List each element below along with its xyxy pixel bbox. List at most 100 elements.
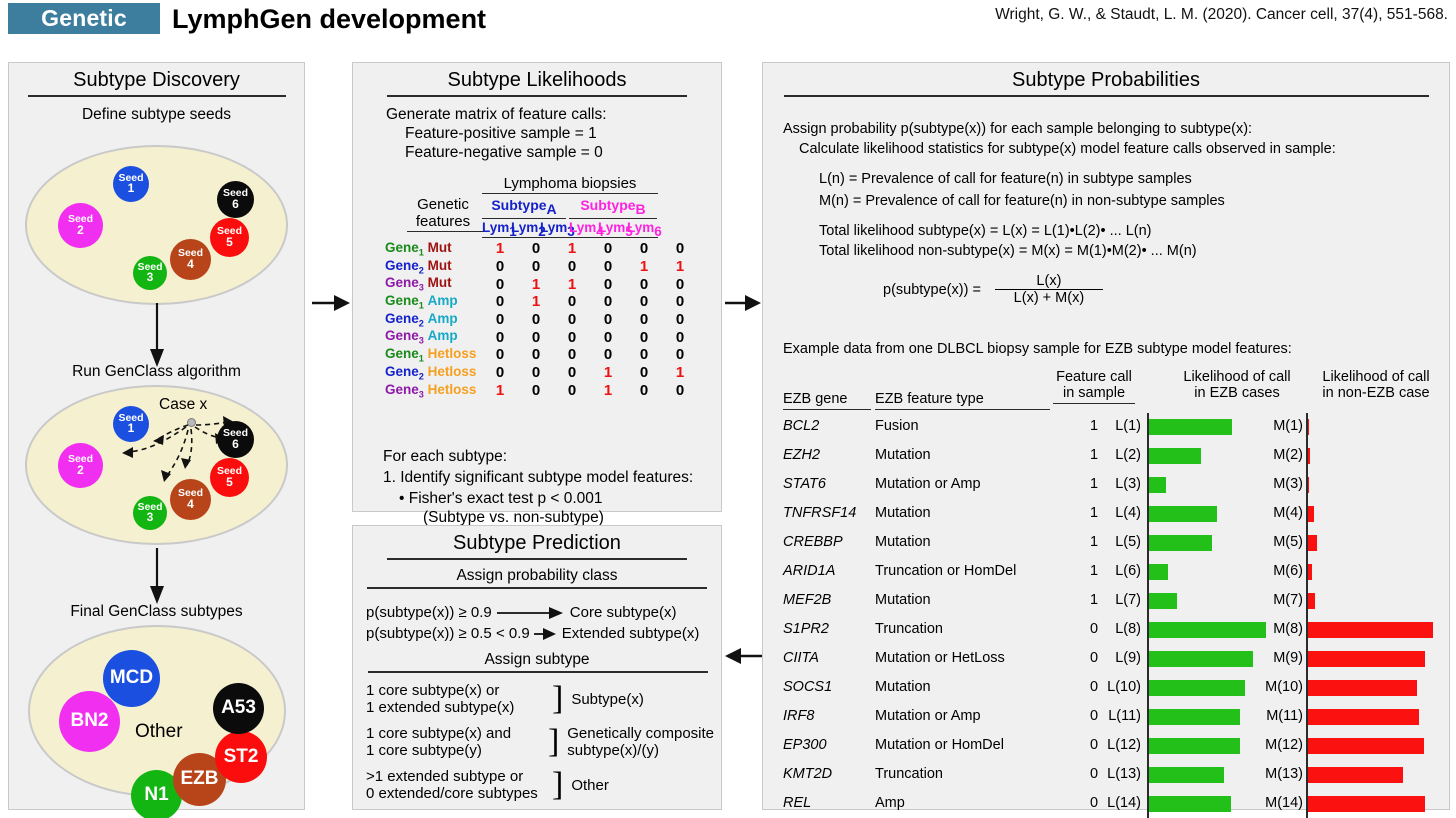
assignment-1-rhs-0: Genetically composite xyxy=(567,725,714,742)
ezb-gene-name: ARID1A xyxy=(783,563,836,579)
matrix-call-cell: 0 xyxy=(531,240,541,258)
group-b-label: Subtype xyxy=(580,197,636,213)
prediction-rule1-rhs: Core subtype(x) xyxy=(569,604,677,621)
assignment-0-rhs-0: Subtype(x) xyxy=(571,690,644,708)
ezb-L-label: L(14) xyxy=(1107,795,1141,811)
ezb-L-label: L(9) xyxy=(1115,650,1141,666)
sample-sub-1: 1 xyxy=(509,224,517,240)
seed-bubble-1-num: 1 xyxy=(127,181,135,196)
seed-bubble-1-word: Seed xyxy=(118,171,144,184)
matrix-call-cell: 0 xyxy=(495,311,505,329)
discovery-arrow-down-1 xyxy=(150,303,164,367)
ezb-L-label: L(6) xyxy=(1115,563,1141,579)
ezb-feature-call: 0 xyxy=(1089,766,1099,782)
green-bar xyxy=(1147,651,1253,667)
ezb-feature-call: 1 xyxy=(1089,592,1099,608)
ezb-L-label: L(1) xyxy=(1115,418,1141,434)
seed2-bubble-1-word: Seed xyxy=(118,411,144,424)
ezb-feature-type: Mutation or Amp xyxy=(875,708,981,724)
prediction-section2-title: Assign subtype xyxy=(484,651,590,668)
matrix-call-cell: 0 xyxy=(603,240,613,258)
assignment-0-brace-icon: ] xyxy=(552,680,564,717)
flow-arrow-discovery-to-likelihoods xyxy=(312,295,350,311)
seed-bubble-6: Seed 6 xyxy=(217,181,254,218)
sample-label-3: Lym xyxy=(540,220,568,235)
matrix-call-cell: 0 xyxy=(603,293,613,311)
seed2-bubble-2-word: Seed xyxy=(67,453,94,466)
probabilities-line-0: Assign probability p(subtype(x)) for eac… xyxy=(783,121,1253,137)
formula-lhs: p(subtype(x)) = xyxy=(883,281,981,298)
seed2-bubble-4: Seed 4 xyxy=(170,479,211,520)
seed-bubble-3: Seed 3 xyxy=(133,256,167,290)
ezb-gene-name: BCL2 xyxy=(783,418,820,434)
ezb-feature-type: Truncation xyxy=(875,621,943,637)
case-x-dot xyxy=(187,418,196,427)
matrix-gene-cell: Gene1 Mut xyxy=(385,240,452,258)
assignment-2-lhs-0: >1 extended subtype or xyxy=(366,768,524,785)
header-red-chart-1: in non-EZB case xyxy=(1322,385,1430,401)
red-bar xyxy=(1306,564,1313,580)
ezb-L-label: L(11) xyxy=(1108,708,1141,724)
subtype-bubble-bn2-label: BN2 xyxy=(70,710,109,732)
matrix-call-cell: 0 xyxy=(531,258,541,276)
ezb-gene-name: EZH2 xyxy=(783,447,821,463)
discovery-step3-caption: Final GenClass subtypes xyxy=(70,603,243,620)
likelihoods-footer-2: • Fisher's exact test p < 0.001 xyxy=(399,490,603,507)
likelihoods-footer-3: (Subtype vs. non-subtype) xyxy=(423,509,604,526)
ezb-feature-call: 0 xyxy=(1089,737,1099,753)
seed-bubble-6-word: Seed xyxy=(222,187,249,200)
red-bar xyxy=(1306,796,1426,812)
ezb-L-label: L(2) xyxy=(1115,447,1141,463)
matrix-gene-cell: Gene3 Amp xyxy=(385,328,458,347)
green-bar xyxy=(1147,796,1231,812)
red-bar xyxy=(1306,506,1314,522)
ezb-feature-call: 1 xyxy=(1089,476,1099,492)
ezb-gene-name: CIITA xyxy=(783,650,819,666)
subtype-bubble-mcd-label: MCD xyxy=(109,667,154,689)
seed-bubble-2-word: Seed xyxy=(67,213,94,226)
ezb-M-label: M(4) xyxy=(1273,505,1303,521)
ezb-feature-call: 1 xyxy=(1089,534,1099,550)
green-bar xyxy=(1147,477,1167,493)
assignment-1-lhs-1: 1 core subtype(y) xyxy=(366,742,482,759)
panel-subtype-discovery: Subtype Discovery Define subtype seeds S… xyxy=(8,62,305,818)
header-feature-call-0: Feature call xyxy=(1056,369,1132,385)
green-bar xyxy=(1147,506,1217,522)
matrix-call-cell: 0 xyxy=(531,364,541,382)
ezb-feature-call: 1 xyxy=(1089,447,1099,463)
matrix-call-cell: 0 xyxy=(675,311,685,329)
ezb-feature-type: Mutation or HomDel xyxy=(875,737,1004,753)
sample-label-1: Lym xyxy=(482,220,510,235)
likelihoods-intro-0: Generate matrix of feature calls: xyxy=(386,106,607,123)
panel-subtype-probabilities: Subtype Probabilities Assign probability… xyxy=(762,62,1451,818)
ezb-L-label: L(4) xyxy=(1115,505,1141,521)
ezb-M-label: M(7) xyxy=(1273,592,1303,608)
seed2-bubble-2-num: 2 xyxy=(77,462,84,477)
matrix-call-cell: 0 xyxy=(675,240,685,258)
seed2-bubble-6: Seed 6 xyxy=(217,421,254,458)
header-green-chart-0: Likelihood of call xyxy=(1183,369,1291,385)
matrix-call-cell: 1 xyxy=(675,364,685,382)
ezb-feature-call: 1 xyxy=(1089,563,1099,579)
likelihoods-footer-0: For each subtype: xyxy=(383,448,508,465)
ezb-feature-type: Mutation xyxy=(875,505,931,521)
matrix-call-cell: 0 xyxy=(531,346,541,364)
matrix-call-cell: 0 xyxy=(567,364,577,382)
matrix-call-cell: 0 xyxy=(567,381,577,399)
panel-subtype-likelihoods: Subtype Likelihoods Generate matrix of f… xyxy=(352,62,722,545)
green-bar xyxy=(1147,622,1266,638)
subtype-bubble-bn2: BN2 xyxy=(59,691,120,752)
matrix-call-cell: 0 xyxy=(603,311,613,329)
sample-label-4: Lym xyxy=(569,220,597,235)
matrix-call-cell: 0 xyxy=(675,381,685,399)
prediction-section1-title: Assign probability class xyxy=(456,567,618,584)
matrix-call-cell: 0 xyxy=(639,311,649,329)
